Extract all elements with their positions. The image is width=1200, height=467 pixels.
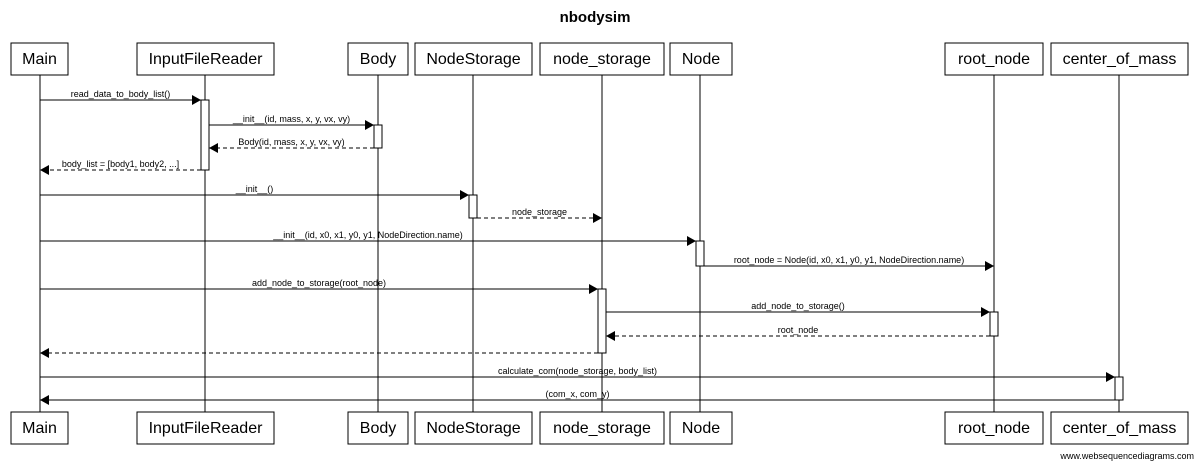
message-label: __init__() bbox=[235, 184, 274, 194]
participant-top-ifr: InputFileReader bbox=[136, 42, 275, 76]
participant-box bbox=[136, 411, 275, 445]
message-6: node_storage bbox=[477, 207, 602, 223]
message-label: root_node bbox=[778, 325, 819, 335]
participant-label: Main bbox=[22, 420, 57, 437]
message-label: node_storage bbox=[512, 207, 567, 217]
message-label: body_list = [body1, body2, ...] bbox=[62, 159, 179, 169]
participant-bottom-ifr: InputFileReader bbox=[136, 411, 275, 445]
participant-label: center_of_mass bbox=[1063, 51, 1177, 68]
participant-box bbox=[944, 411, 1044, 445]
participant-bottom-nodestorage: NodeStorage bbox=[414, 411, 533, 445]
message-arrowhead bbox=[687, 236, 696, 246]
participant-box bbox=[414, 411, 533, 445]
message-label: read_data_to_body_list() bbox=[71, 89, 171, 99]
participant-top-body: Body bbox=[347, 42, 409, 76]
participant-label: InputFileReader bbox=[149, 420, 264, 437]
message-arrowhead bbox=[40, 165, 49, 175]
participant-bottom-node: Node bbox=[669, 411, 733, 445]
message-arrowhead bbox=[365, 120, 374, 130]
message-arrowhead bbox=[40, 395, 49, 405]
participant-box bbox=[414, 42, 533, 76]
message-arrowhead bbox=[40, 348, 49, 358]
watermark: www.websequencediagrams.com bbox=[1059, 451, 1194, 461]
participant-box bbox=[539, 42, 665, 76]
message-9: add_node_to_storage(root_node) bbox=[40, 278, 598, 294]
participant-bottom-com: center_of_mass bbox=[1050, 411, 1189, 445]
participant-box bbox=[539, 411, 665, 445]
message-8: root_node = Node(id, x0, x1, y0, y1, Nod… bbox=[704, 255, 994, 271]
message-arrowhead bbox=[985, 261, 994, 271]
participant-box bbox=[347, 42, 409, 76]
participant-label: NodeStorage bbox=[426, 420, 520, 437]
participant-box bbox=[669, 411, 733, 445]
activation-bar-body bbox=[373, 124, 383, 149]
activation-bar-node bbox=[695, 240, 705, 267]
message-11: root_node bbox=[606, 325, 990, 341]
message-arrowhead bbox=[981, 307, 990, 317]
message-arrowhead bbox=[593, 213, 602, 223]
participant-bottom-node-storage: node_storage bbox=[539, 411, 665, 445]
participant-top-com: center_of_mass bbox=[1050, 42, 1189, 76]
participant-top-main: Main bbox=[10, 42, 69, 76]
message-label: root_node = Node(id, x0, x1, y0, y1, Nod… bbox=[734, 255, 964, 265]
participant-label: Main bbox=[22, 51, 57, 68]
participant-box bbox=[10, 411, 69, 445]
activation-bar-node-storage bbox=[597, 288, 607, 354]
message-3: Body(id, mass, x, y, vx, vy) bbox=[209, 137, 374, 153]
participant-top-node: Node bbox=[669, 42, 733, 76]
participant-label: Body bbox=[360, 51, 396, 68]
participant-top-nodestorage: NodeStorage bbox=[414, 42, 533, 76]
participant-box bbox=[10, 42, 69, 76]
participant-label: Node bbox=[682, 51, 720, 68]
message-4: body_list = [body1, body2, ...] bbox=[40, 159, 201, 175]
participant-label: root_node bbox=[958, 420, 1030, 437]
activation-bar-root-node bbox=[989, 311, 999, 337]
participant-box bbox=[1050, 42, 1189, 76]
participant-label: InputFileReader bbox=[149, 51, 264, 68]
participant-box bbox=[669, 42, 733, 76]
message-arrowhead bbox=[209, 143, 218, 153]
message-arrowhead bbox=[460, 190, 469, 200]
message-arrowhead bbox=[1106, 372, 1115, 382]
participant-box bbox=[944, 42, 1044, 76]
participant-label: node_storage bbox=[553, 420, 651, 437]
participant-label: node_storage bbox=[553, 51, 651, 68]
participant-label: root_node bbox=[958, 51, 1030, 68]
participant-box bbox=[136, 42, 275, 76]
message-arrowhead bbox=[606, 331, 615, 341]
participant-bottom-root-node: root_node bbox=[944, 411, 1044, 445]
message-arrowhead bbox=[192, 95, 201, 105]
message-label: __init__(id, mass, x, y, vx, vy) bbox=[232, 114, 350, 124]
diagram-title: nbodysim bbox=[560, 9, 631, 26]
message-10: add_node_to_storage() bbox=[606, 301, 990, 317]
participant-bottom-main: Main bbox=[10, 411, 69, 445]
message-label: add_node_to_storage(root_node) bbox=[252, 278, 386, 288]
participant-label: NodeStorage bbox=[426, 51, 520, 68]
message-12 bbox=[40, 348, 598, 358]
message-13: calculate_com(node_storage, body_list) bbox=[40, 366, 1115, 382]
participant-box bbox=[347, 411, 409, 445]
message-arrowhead bbox=[589, 284, 598, 294]
participant-top-node-storage: node_storage bbox=[539, 42, 665, 76]
message-5: __init__() bbox=[40, 184, 469, 200]
message-2: __init__(id, mass, x, y, vx, vy) bbox=[209, 114, 374, 130]
activation-bar-ifr bbox=[200, 99, 210, 171]
message-14: (com_x, com_y) bbox=[40, 389, 1115, 405]
activation-bar-com bbox=[1114, 376, 1124, 401]
message-label: calculate_com(node_storage, body_list) bbox=[498, 366, 657, 376]
participant-box bbox=[1050, 411, 1189, 445]
participant-label: center_of_mass bbox=[1063, 420, 1177, 437]
message-1: read_data_to_body_list() bbox=[40, 89, 201, 105]
message-label: Body(id, mass, x, y, vx, vy) bbox=[238, 137, 344, 147]
participant-bottom-body: Body bbox=[347, 411, 409, 445]
activation-bar-nodestorage bbox=[468, 194, 478, 219]
participant-label: Body bbox=[360, 420, 396, 437]
message-7: __init__(id, x0, x1, y0, y1, NodeDirecti… bbox=[40, 230, 696, 246]
participant-top-root-node: root_node bbox=[944, 42, 1044, 76]
message-label: __init__(id, x0, x1, y0, y1, NodeDirecti… bbox=[272, 230, 463, 240]
message-label: add_node_to_storage() bbox=[751, 301, 845, 311]
message-label: (com_x, com_y) bbox=[545, 389, 609, 399]
participant-label: Node bbox=[682, 420, 720, 437]
